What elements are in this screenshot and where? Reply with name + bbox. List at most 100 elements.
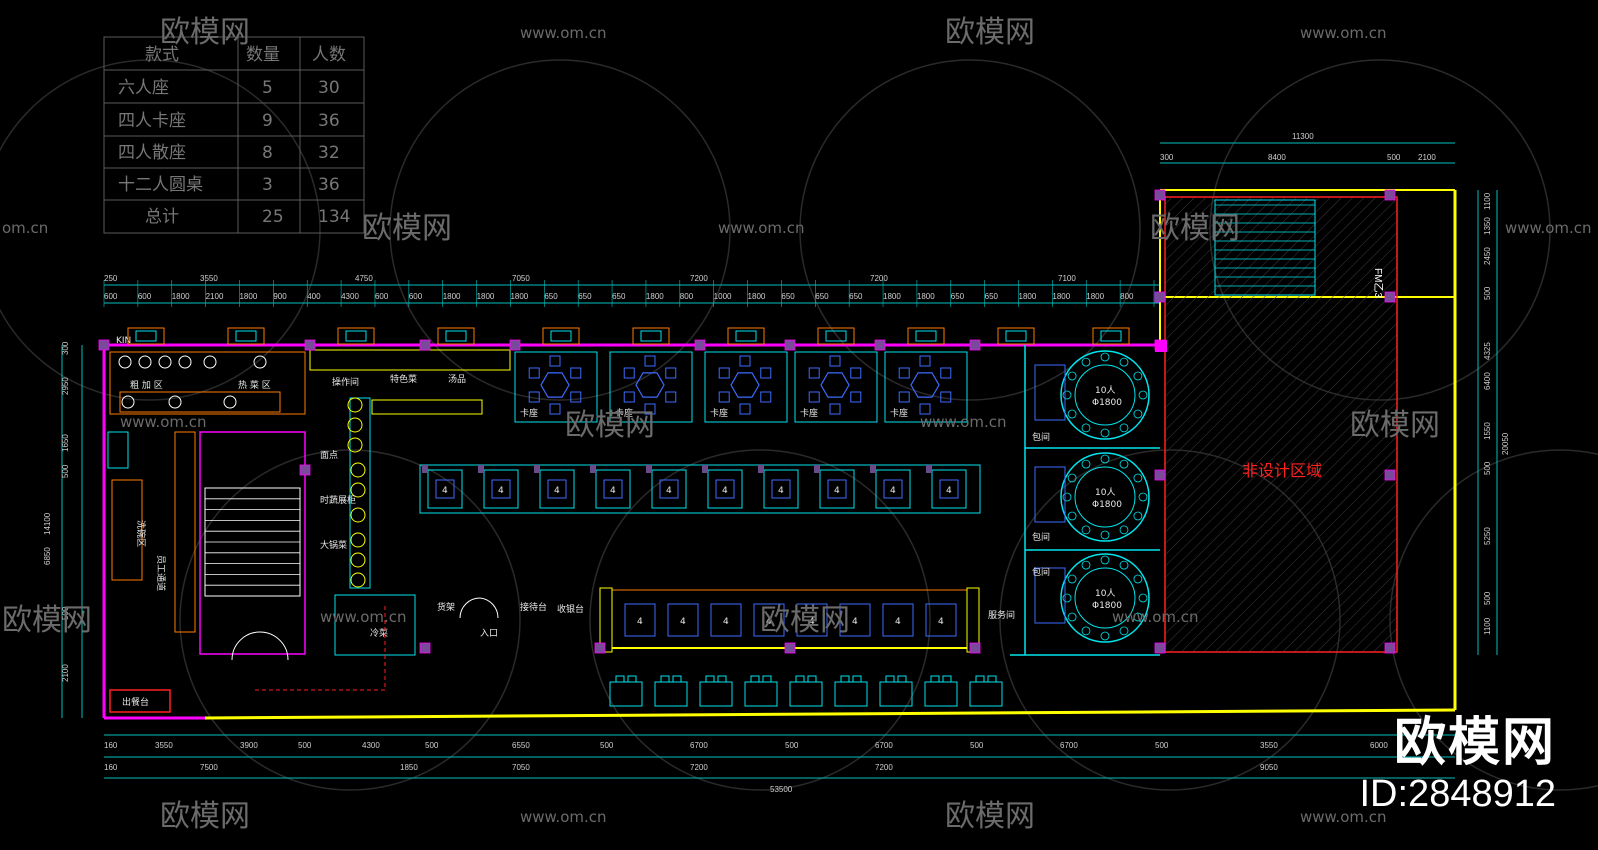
column <box>814 465 820 473</box>
window-frame <box>632 327 670 345</box>
dim-label: 1800 <box>1052 292 1070 301</box>
six-seat-table <box>635 372 665 398</box>
chair <box>942 675 952 683</box>
chair <box>1138 492 1148 502</box>
watermark-brand: 欧模网 <box>160 15 250 50</box>
window-frame <box>1092 327 1130 345</box>
card-table <box>603 479 623 499</box>
window-frame <box>817 327 855 345</box>
six-seat-table <box>820 372 850 398</box>
right-dimension-labels: 1100135024505004325640015505002005052505… <box>1483 192 1510 635</box>
chair <box>829 355 841 367</box>
column <box>304 339 316 351</box>
column <box>422 465 428 473</box>
dim-label: 650 <box>612 292 626 301</box>
chair <box>1119 560 1129 570</box>
lower-table <box>753 603 785 637</box>
card-table <box>883 479 903 499</box>
window-glass <box>915 330 937 342</box>
zone-label: 特色菜 <box>390 373 417 385</box>
round-table-label: 10人 <box>1095 588 1115 599</box>
side-dimension-lines <box>61 190 1498 718</box>
zone-label: 面点 <box>320 450 338 461</box>
chair <box>549 403 561 415</box>
dim-label: 650 <box>815 292 829 301</box>
dim-label: 650 <box>578 292 592 301</box>
dim-label: 8400 <box>1268 153 1286 162</box>
dim-label: 650 <box>985 292 999 301</box>
table-cell: 36 <box>318 175 340 195</box>
dim-label: 600 <box>409 292 423 301</box>
card-booth <box>819 469 855 509</box>
table-cell: 32 <box>318 143 340 163</box>
dim-label: 300 <box>1160 153 1174 162</box>
watermark-brand: 欧模网 <box>2 603 92 638</box>
dim-label: 600 <box>375 292 389 301</box>
booth-frame <box>514 351 598 423</box>
non-design-zone <box>1164 196 1398 653</box>
chair <box>930 675 940 683</box>
window-frame <box>542 327 580 345</box>
chair <box>829 403 841 415</box>
chair <box>1133 511 1143 521</box>
zone-label: 热 菜 区 <box>238 379 271 391</box>
door-tag-label: FM乙3 <box>1372 268 1384 298</box>
booth-label: 卡座 <box>890 407 908 419</box>
six-seat-table <box>540 372 570 398</box>
column <box>784 339 796 351</box>
chair <box>762 675 772 683</box>
dim-label: 6400 <box>1483 372 1492 390</box>
column <box>1384 291 1396 303</box>
dim-label: 7050 <box>512 763 530 772</box>
booth-label: 卡座 <box>615 407 633 419</box>
dim-label: 1800 <box>1086 292 1104 301</box>
table-cell: 3 <box>262 175 273 195</box>
dim-label: 6550 <box>512 741 530 750</box>
window-glass <box>640 330 662 342</box>
window-frame <box>997 327 1035 345</box>
chair <box>919 355 931 367</box>
booth-frame <box>704 351 788 423</box>
watermark-url: www.om.cn <box>718 219 805 237</box>
zone-label: 冷菜 <box>370 627 388 639</box>
chair <box>1062 390 1072 400</box>
dim-label: 20050 <box>1501 432 1510 455</box>
chair <box>1100 454 1110 464</box>
card-booth <box>539 469 575 509</box>
window-frame <box>127 327 165 345</box>
chair <box>897 675 907 683</box>
zone-label: 员工通道 <box>155 555 167 591</box>
non-design-label: 非设计区域 <box>1242 461 1322 480</box>
sofa <box>1034 567 1066 624</box>
round-table-inner <box>1074 364 1136 426</box>
column <box>926 465 932 473</box>
stove-burner <box>121 395 135 409</box>
bottom-table <box>834 681 868 707</box>
structural-columns <box>98 189 1396 654</box>
round-table-size: Φ1800 <box>1092 398 1122 408</box>
right-top-dimension-labels: 11300 300 8400 500 2100 <box>1160 132 1436 162</box>
column <box>874 339 886 351</box>
table-cell: 十二人圆桌 <box>118 175 203 195</box>
watermark-brand: 欧模网 <box>565 408 655 443</box>
window-frame <box>907 327 945 345</box>
seat-count: 4 <box>946 486 952 496</box>
table-cell: 总计 <box>145 207 179 227</box>
dim-label: 160 <box>104 741 118 750</box>
dim-label: 1650 <box>61 434 70 452</box>
dim-label: 650 <box>951 292 965 301</box>
table-cell: 5 <box>262 78 273 98</box>
watermark-url: www.om.cn <box>120 413 207 431</box>
chair <box>627 675 637 683</box>
dim-label: 500 <box>1483 286 1492 300</box>
card-booth <box>427 469 463 509</box>
dim-label: 300 <box>61 341 70 355</box>
chair <box>549 355 561 367</box>
dim-label: 7200 <box>690 763 708 772</box>
seat-count: 4 <box>834 486 840 496</box>
stove-burner <box>158 355 172 369</box>
window-glass <box>235 330 257 342</box>
window-glass <box>1005 330 1027 342</box>
